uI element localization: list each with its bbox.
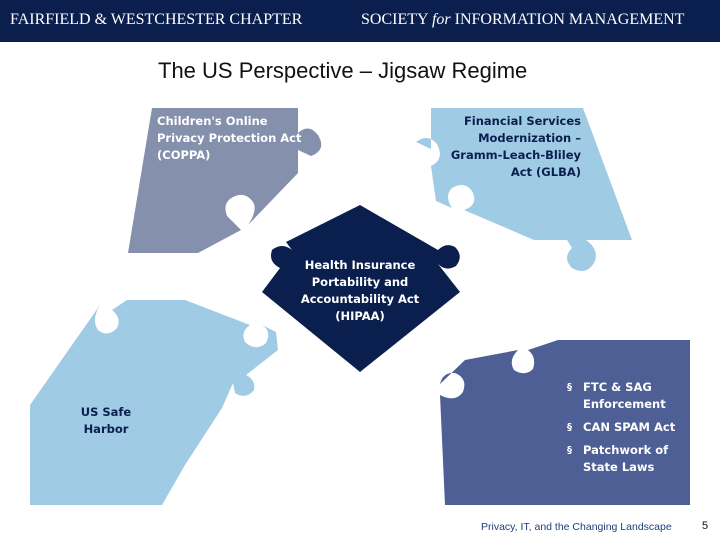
list-item: § CAN SPAM Act	[566, 419, 675, 436]
glba-label: Financial Services Modernization – Gramm…	[440, 113, 581, 181]
page-number: 5	[702, 520, 709, 532]
hipaa-line: Accountability Act	[300, 292, 420, 306]
glba-line: Financial Services	[463, 114, 581, 128]
glba-piece	[416, 108, 632, 272]
safe-harbor-piece	[30, 300, 278, 505]
coppa-label: Children's Online Privacy Protection Act…	[157, 113, 301, 164]
society-name-pre: SOCIETY	[361, 11, 432, 28]
glba-line: Gramm-Leach-Bliley	[450, 148, 581, 162]
society-name: SOCIETY for INFORMATION MANAGEMENT	[361, 11, 684, 29]
enforcement-piece	[440, 340, 690, 505]
coppa-piece	[128, 108, 322, 253]
coppa-line: (COPPA)	[157, 148, 211, 162]
hipaa-piece	[262, 205, 460, 372]
bullet-icon: §	[567, 445, 572, 456]
list-item-line: FTC & SAG	[583, 380, 652, 394]
enforcement-list: § FTC & SAG Enforcement § CAN SPAM Act §…	[566, 379, 675, 482]
footer-text: Privacy, IT, and the Changing Landscape	[481, 521, 672, 533]
safe-harbor-line: US Safe	[80, 405, 132, 419]
header-bar: FAIRFIELD & WESTCHESTER CHAPTER SOCIETY …	[0, 0, 720, 42]
list-item-line: Patchwork of	[583, 443, 669, 457]
society-name-for: for	[431, 11, 451, 28]
coppa-line: Privacy Protection Act	[157, 131, 302, 145]
safe-harbor-label: US Safe Harbor	[70, 404, 142, 438]
list-item-line: CAN SPAM Act	[583, 420, 676, 434]
hipaa-line: (HIPAA)	[335, 309, 385, 323]
slide-title: The US Perspective – Jigsaw Regime	[158, 58, 528, 83]
glba-line: Modernization –	[478, 131, 581, 145]
hipaa-label: Health Insurance Portability and Account…	[290, 257, 430, 325]
bullet-icon: §	[567, 382, 572, 393]
list-item-line: State Laws	[583, 460, 655, 474]
glba-line: Act (GLBA)	[510, 165, 581, 179]
society-name-post: INFORMATION MANAGEMENT	[450, 11, 685, 28]
hipaa-line: Health Insurance	[304, 258, 416, 272]
safe-harbor-line: Harbor	[83, 422, 129, 436]
hipaa-line: Portability and	[311, 275, 409, 289]
chapter-name: FAIRFIELD & WESTCHESTER CHAPTER	[10, 11, 303, 28]
list-item: § Patchwork of State Laws	[566, 442, 675, 476]
coppa-line: Children's Online	[157, 114, 268, 128]
bullet-icon: §	[567, 422, 572, 433]
list-item: § FTC & SAG Enforcement	[566, 379, 675, 413]
list-item-line: Enforcement	[583, 397, 666, 411]
